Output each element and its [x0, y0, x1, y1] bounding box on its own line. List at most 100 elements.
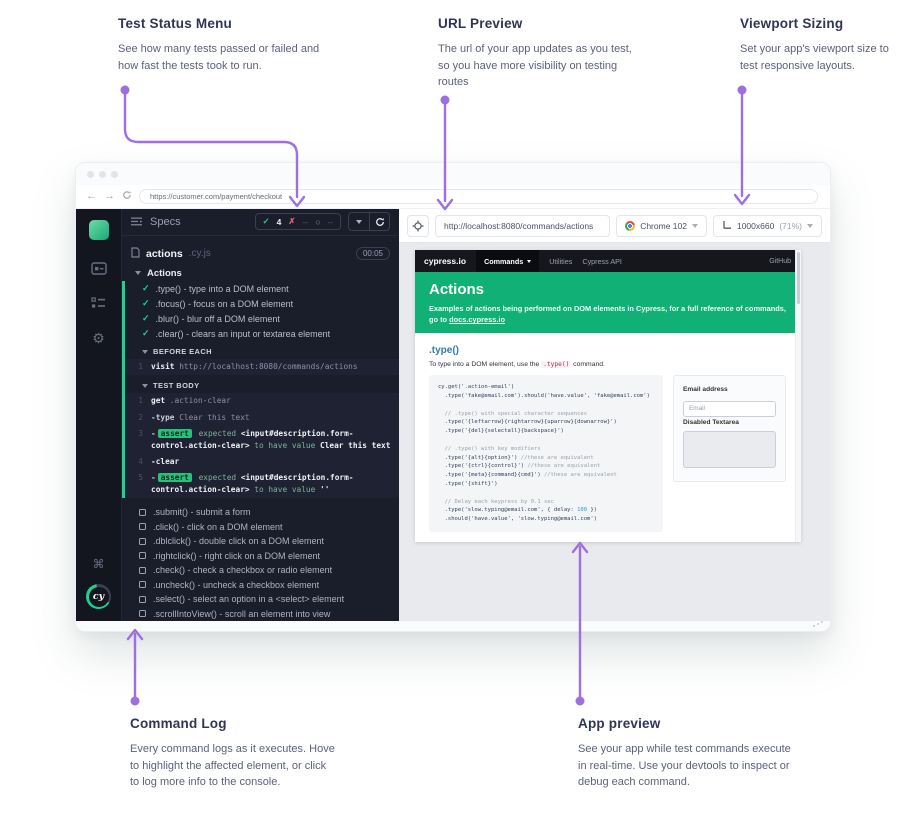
runner-body: ⚙ ⌘ cy Specs ✓ 4 ✗ -- [76, 209, 830, 621]
app-brand[interactable]: cypress.io [424, 256, 467, 266]
chrome-icon [625, 220, 636, 231]
window-control-icon[interactable] [87, 170, 94, 178]
app-nav-commands[interactable]: Commands [476, 250, 540, 272]
test-label: .focus() - focus on a DOM element [155, 298, 294, 309]
chevron-down-icon [135, 271, 141, 276]
command-name: -clear [151, 456, 180, 466]
assert-element: <input#description.form- [240, 472, 354, 482]
forward-icon[interactable]: → [104, 190, 115, 202]
docs-link[interactable]: docs.cypress.io [449, 315, 505, 325]
app-hero-description: Examples of actions being performed on D… [429, 304, 786, 325]
connector-dot [130, 696, 140, 706]
assert-row[interactable]: 3 -assert expected <input#description.fo… [125, 426, 399, 454]
email-address-label: Email address [683, 386, 728, 394]
code-line: .type('{del}{selectall}{backspace}') [438, 428, 564, 435]
test-row[interactable]: ✓ .focus() - focus on a DOM element [125, 296, 399, 311]
browser-address-bar[interactable]: https://customer.com/payment/checkout [139, 189, 818, 204]
failed-cross-icon: ✗ [288, 216, 296, 227]
pending-label: .dblclick() - double click on a DOM elem… [153, 536, 325, 547]
annotation-body: See your app while test commands execute… [578, 743, 791, 788]
test-body-header[interactable]: TEST BODY [125, 378, 399, 393]
pending-test-row[interactable]: .scrollIntoView() - scroll an element in… [122, 607, 399, 622]
scrollbar-thumb[interactable] [796, 252, 800, 304]
pending-box-icon [139, 581, 146, 589]
type-section-title[interactable]: .type() [429, 345, 459, 357]
checklist-icon[interactable] [91, 297, 106, 309]
annotation-title: Test Status Menu [118, 16, 232, 31]
pending-test-row[interactable]: .submit() - submit a form [122, 505, 399, 520]
assert-text: to have value [254, 440, 316, 450]
check-icon: ✓ [142, 328, 150, 339]
app-preview-area: http://localhost:8080/commands/actions C… [399, 209, 830, 621]
pending-count: -- [327, 216, 333, 227]
command-name: visit [151, 362, 175, 372]
spec-file-row[interactable]: actions .cy.js 00:05 [122, 242, 399, 265]
code-line: // .type() with key modifiers [438, 445, 541, 452]
spec-file-icon [131, 245, 140, 263]
reload-icon[interactable] [122, 190, 132, 203]
command-number: 5 [138, 472, 143, 482]
test-status-menu[interactable]: ✓ 4 ✗ -- ○ -- [254, 213, 341, 231]
collapse-chevron-button[interactable] [349, 213, 369, 230]
pending-test-row[interactable]: .select() - select an option in a <selec… [122, 592, 399, 607]
command-row[interactable]: 2 -type Clear this text [125, 410, 399, 426]
code-line: .type('{ctrl}{control}') //these are equ… [438, 463, 601, 470]
back-icon[interactable]: ← [86, 190, 97, 202]
pending-tests-list: .submit() - submit a form .click() - cli… [122, 505, 399, 621]
viewport-sizing-control[interactable]: 1000x660 (71%) [712, 214, 822, 237]
keyboard-shortcuts-icon[interactable]: ⌘ [92, 557, 105, 571]
pending-box-icon [139, 566, 146, 574]
app-nav-github[interactable]: GitHub [769, 257, 791, 265]
dash: - [151, 428, 156, 438]
selector-playground-button[interactable] [407, 214, 429, 237]
command-row[interactable]: 1 visit http://localhost:8080/commands/a… [125, 359, 399, 375]
pending-test-row[interactable]: .click() - click on a DOM element [122, 520, 399, 535]
test-row[interactable]: ✓ .blur() - blur off a DOM element [125, 311, 399, 326]
pending-box-icon [139, 523, 146, 531]
app-screenshot: cypress.io Commands Utilities Cypress AP… [415, 250, 801, 542]
code-line: cy.get('.action-email') [438, 384, 515, 391]
annotation-body: See how many tests passed or failed and … [118, 43, 320, 72]
connector-dot [120, 85, 130, 95]
window-control-icon[interactable] [111, 170, 118, 178]
app-scrollbar[interactable] [795, 250, 801, 542]
suite-header[interactable]: Actions [122, 265, 399, 281]
failed-count: -- [302, 216, 309, 227]
resize-grip-icon[interactable] [813, 621, 823, 627]
app-url-preview[interactable]: http://localhost:8080/commands/actions [435, 214, 611, 237]
command-row[interactable]: 1 get .action-clear [125, 393, 399, 409]
cypress-logo-icon[interactable] [88, 220, 109, 240]
before-each-header[interactable]: BEFORE EACH [125, 344, 399, 359]
rerun-tests-button[interactable] [369, 213, 389, 231]
app-nav-utilities[interactable]: Utilities [549, 256, 573, 266]
spec-duration-badge: 00:05 [355, 247, 390, 261]
app-nav-cypress-api[interactable]: Cypress API [582, 256, 622, 266]
command-arg: .action-clear [169, 396, 231, 406]
test-row[interactable]: ✓ .type() - type into a DOM element [125, 281, 399, 296]
command-row[interactable]: 4 -clear [125, 454, 399, 470]
code-line: .type('{leftarrow}{rightarrow}{uparrow}{… [438, 419, 617, 426]
window-control-icon[interactable] [99, 170, 106, 178]
test-row[interactable]: ✓ .clear() - clears an input or textarea… [125, 326, 399, 341]
browser-selector[interactable]: Chrome 102 [616, 214, 707, 237]
settings-gear-icon[interactable]: ⚙ [92, 330, 105, 346]
suite-title: Actions [147, 267, 182, 279]
browser-panel-icon[interactable] [90, 262, 107, 275]
pending-test-row[interactable]: .rightclick() - right click on a DOM ele… [122, 549, 399, 564]
specs-menu-icon[interactable] [131, 213, 143, 231]
assert-row[interactable]: 5 -assert expected <input#description.fo… [125, 470, 399, 498]
pending-test-row[interactable]: .check() - check a checkbox or radio ele… [122, 563, 399, 578]
assert-element: control.action-clear> [151, 484, 250, 494]
cypress-cy-badge[interactable]: cy [86, 584, 111, 609]
code-line: .should('have.value', 'slow.typing@email… [438, 516, 597, 523]
assert-element: control.action-clear> [151, 440, 250, 450]
pending-test-row[interactable]: .uncheck() - uncheck a checkbox element [122, 578, 399, 593]
code-line [438, 436, 654, 445]
app-hero-title: Actions [429, 281, 485, 298]
pending-test-row[interactable]: .dblclick() - double click on a DOM elem… [122, 534, 399, 549]
pending-label: .rightclick() - right click on a DOM ele… [153, 550, 321, 561]
assert-element: <input#description.form- [240, 428, 354, 438]
code-line: .type('slow.typing@email.com', { delay: … [438, 507, 597, 514]
code-line: .type('{meta}{command}{cmd}') //these ar… [438, 472, 617, 479]
email-input[interactable] [683, 400, 776, 417]
